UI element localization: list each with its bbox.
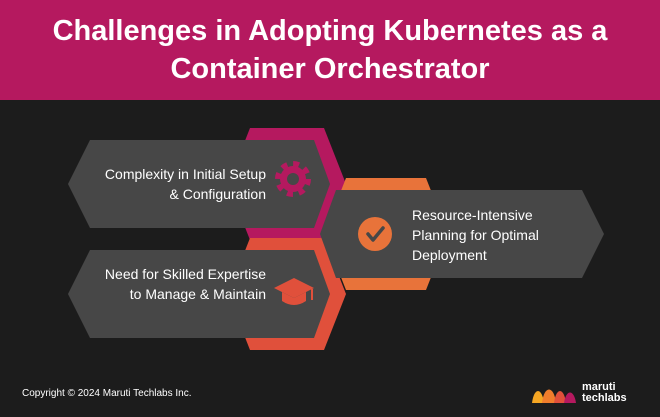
- card-3: [68, 250, 330, 338]
- gear-icon: [275, 161, 311, 197]
- challenges-diagram: [68, 128, 604, 350]
- logo-text: maruti techlabs: [582, 382, 627, 404]
- card-1: [68, 140, 330, 228]
- challenge-label-2: Resource-Intensive Planning for Optimal …: [412, 207, 539, 263]
- page-title: Challenges in Adopting Kubernetes as a C…: [52, 15, 608, 85]
- logo-line-2: techlabs: [582, 392, 627, 404]
- challenge-label-1: Complexity in Initial Setup & Configurat…: [104, 166, 266, 202]
- challenge-label-3: Need for Skilled Expertise to Manage & M…: [104, 266, 266, 302]
- maruti-logo-icon: [532, 389, 576, 403]
- header-banner: Challenges in Adopting Kubernetes as a C…: [0, 0, 660, 100]
- graduation-cap-icon: [274, 278, 314, 305]
- logo-line-1: maruti: [582, 381, 616, 393]
- checkmark-circle-icon: [358, 217, 392, 251]
- copyright-text: Copyright © 2024 Maruti Techlabs Inc.: [22, 388, 192, 399]
- card-2: [320, 190, 604, 278]
